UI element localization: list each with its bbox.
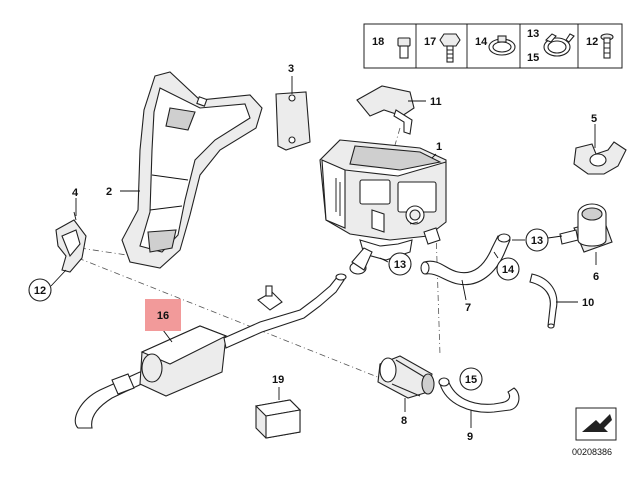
callout-13a-circle: 13 [388, 252, 412, 276]
callout-6: 6 [593, 271, 599, 283]
callout-14-circle: 14 [496, 257, 520, 281]
mount-part[interactable] [55, 211, 87, 273]
view-arrow-icon [582, 414, 612, 432]
coolant-hose-9-part[interactable] [438, 377, 520, 413]
callout-14: 14 [502, 264, 515, 276]
highlight-box [145, 299, 181, 331]
cover-part[interactable] [356, 85, 415, 135]
callout-16: 16 [157, 310, 169, 322]
legend-label-13: 13 [527, 28, 539, 40]
hex-bolt-icon [439, 33, 461, 63]
sleeve-nut-icon [397, 37, 411, 59]
callout-2: 2 [106, 186, 112, 198]
leader-lines [75, 76, 597, 428]
callout-1: 1 [436, 141, 442, 153]
block-part[interactable] [254, 399, 302, 439]
bracket-part[interactable] [121, 71, 263, 269]
callout-7: 7 [465, 302, 471, 314]
callout-13a: 13 [394, 259, 406, 271]
callout-15-circle: 15 [459, 367, 483, 391]
callout-3: 3 [288, 63, 294, 75]
diagram-number: 00208386 [572, 447, 612, 457]
legend-label-12: 12 [586, 36, 598, 48]
callout-9: 9 [467, 431, 473, 443]
callout-19: 19 [272, 374, 284, 386]
callout-13b: 13 [531, 235, 543, 247]
exhaust-silencer-part[interactable] [74, 273, 347, 429]
plate-part[interactable] [275, 91, 311, 151]
pump-bracket-part[interactable] [573, 141, 627, 175]
screw-icon [600, 33, 614, 59]
coolant-hose-7-part[interactable] [420, 233, 511, 286]
spring-clamp-icon [543, 33, 575, 57]
coolant-hose-10-part[interactable] [529, 273, 558, 329]
legend-label-17: 17 [424, 36, 436, 48]
legend-label-18: 18 [372, 36, 384, 48]
callout-12-circle: 12 [28, 269, 67, 302]
callout-4: 4 [72, 187, 79, 199]
highlighted-callout-16[interactable]: 16 [145, 299, 181, 331]
callout-labels: 1 2 3 4 5 6 7 8 9 10 11 19 [72, 63, 599, 443]
callout-15: 15 [465, 374, 477, 386]
callout-11: 11 [430, 96, 442, 108]
callout-12: 12 [34, 285, 46, 297]
legend-label-15: 15 [527, 52, 539, 64]
callout-8: 8 [401, 415, 407, 427]
diagram-reference: 00208386 [572, 407, 617, 457]
connector-8-part[interactable] [377, 355, 435, 399]
reference-frame [575, 407, 617, 441]
callout-10: 10 [582, 297, 594, 309]
legend-strip: 18 17 14 13 15 12 [363, 23, 623, 69]
callout-5: 5 [591, 113, 597, 125]
legend-label-14: 14 [475, 36, 488, 48]
heater-unit-part[interactable] [319, 139, 447, 275]
hose-clamp-icon [488, 35, 516, 56]
callout-13b-circle: 13 [525, 228, 563, 252]
circulation-pump-part[interactable] [559, 203, 613, 253]
